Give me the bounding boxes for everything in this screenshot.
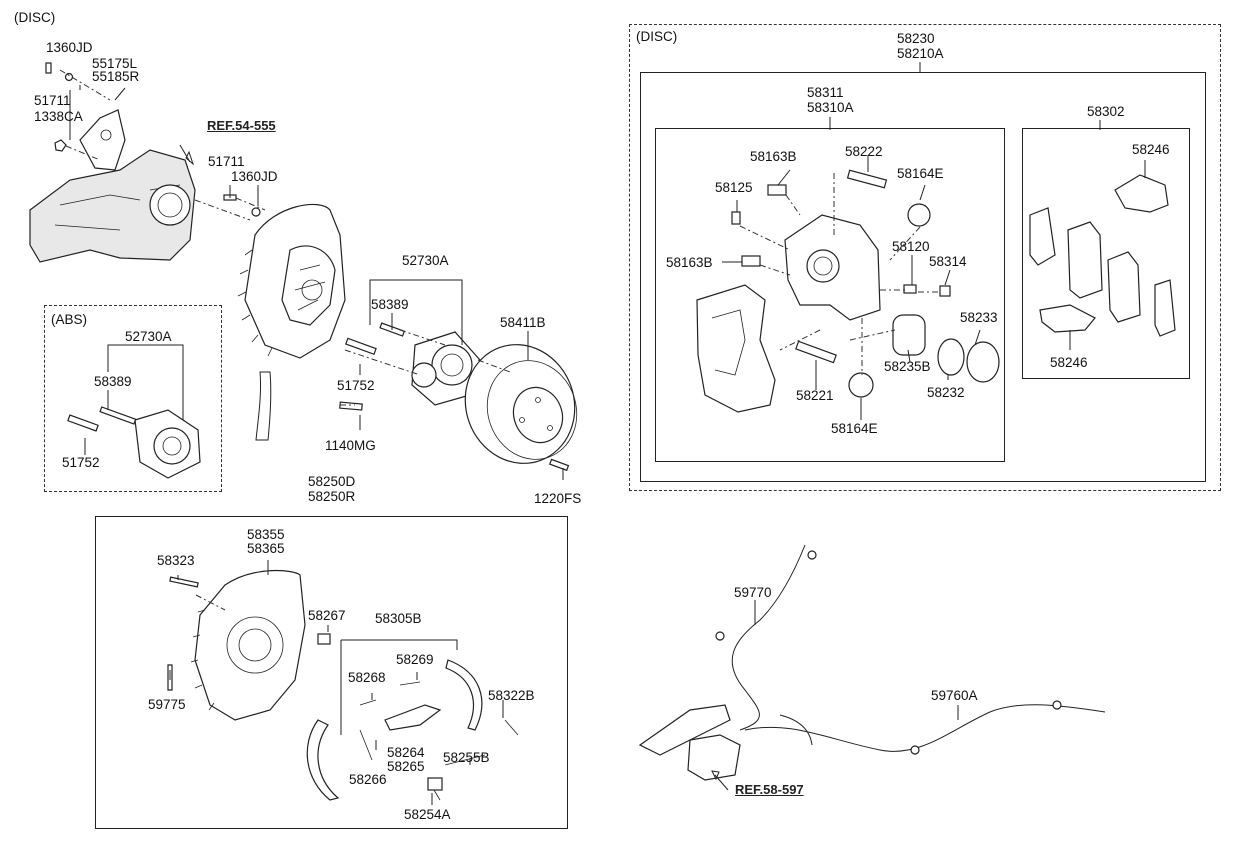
part-label-58265[interactable]: 58265 — [387, 759, 425, 774]
part-label-58246[interactable]: 58246 — [1050, 355, 1088, 370]
disc-caliper-outer-box — [629, 24, 1221, 491]
part-label-58254a[interactable]: 58254A — [404, 807, 451, 822]
knuckle-illustration — [29, 109, 196, 263]
part-label-58222[interactable]: 58222 — [845, 144, 883, 159]
section-title-disc-right: (DISC) — [636, 29, 678, 44]
part-label-58302[interactable]: 58302 — [1087, 104, 1125, 119]
part-label-58311[interactable]: 58311 — [807, 85, 844, 100]
part-label-58246[interactable]: 58246 — [1132, 142, 1170, 157]
part-label-58235b[interactable]: 58235B — [884, 359, 931, 374]
part-label-59760a[interactable]: 59760A — [931, 688, 978, 703]
brake-rotor-illustration — [464, 344, 578, 472]
caliper-bracket-illustration — [696, 284, 776, 413]
part-label-51711[interactable]: 51711 — [208, 154, 245, 169]
part-label-58210a[interactable]: 58210A — [897, 46, 944, 61]
abs-subsection-box — [44, 305, 222, 492]
part-label-58323[interactable]: 58323 — [157, 553, 195, 568]
part-label-1338ca[interactable]: 1338CA — [34, 109, 83, 124]
part-label-1360jd[interactable]: 1360JD — [231, 169, 278, 184]
part-label-58268[interactable]: 58268 — [348, 670, 386, 685]
parking-shoe-backing-plate-illustration — [167, 570, 331, 721]
part-label-58266[interactable]: 58266 — [349, 772, 387, 787]
part-label-58230[interactable]: 58230 — [897, 31, 935, 46]
caliper-sub-assembly-box — [655, 128, 1005, 462]
parking-brake-shoe-kit-box — [95, 516, 568, 829]
part-label-1220fs[interactable]: 1220FS — [534, 491, 582, 506]
part-label-58269[interactable]: 58269 — [396, 652, 434, 667]
part-label-58314[interactable]: 58314 — [929, 254, 967, 269]
part-label-58365[interactable]: 58365 — [247, 541, 285, 556]
hub-bearing-illustration — [339, 322, 481, 411]
part-label-58250r[interactable]: 58250R — [308, 489, 356, 504]
ref-link-54-555[interactable]: REF.54-555 — [207, 118, 276, 133]
part-label-58164e[interactable]: 58164E — [897, 166, 944, 181]
part-label-58389[interactable]: 58389 — [371, 297, 409, 312]
part-label-58322b[interactable]: 58322B — [488, 688, 535, 703]
part-label-58232[interactable]: 58232 — [927, 385, 965, 400]
part-label-58255b[interactable]: 58255B — [443, 750, 490, 765]
parking-shoes-illustration — [306, 659, 519, 801]
part-label-51752[interactable]: 51752 — [62, 455, 100, 470]
part-label-58164e[interactable]: 58164E — [831, 421, 878, 436]
part-label-52730a[interactable]: 52730A — [125, 329, 172, 344]
part-label-58233[interactable]: 58233 — [960, 310, 998, 325]
part-label-59770[interactable]: 59770 — [734, 585, 772, 600]
part-label-58221[interactable]: 58221 — [796, 388, 834, 403]
abs-hub-illustration — [67, 406, 201, 479]
part-label-58264[interactable]: 58264 — [387, 745, 425, 760]
part-label-58310a[interactable]: 58310A — [807, 100, 854, 115]
part-label-58163b[interactable]: 58163B — [750, 149, 797, 164]
backing-plate-illustration — [237, 203, 346, 441]
part-label-52730a[interactable]: 52730A — [402, 253, 449, 268]
section-title-disc-left: (DISC) — [14, 10, 56, 25]
part-label-59775[interactable]: 59775 — [148, 697, 186, 712]
part-label-55175l[interactable]: 55175L — [92, 56, 138, 71]
part-label-58250d[interactable]: 58250D — [308, 474, 356, 489]
pad-kit-box — [1022, 128, 1190, 379]
part-label-51752[interactable]: 51752 — [337, 378, 375, 393]
part-label-55185r[interactable]: 55185R — [92, 69, 140, 84]
part-label-58389[interactable]: 58389 — [94, 374, 132, 389]
ref-link-58-597[interactable]: REF.58-597 — [735, 782, 804, 797]
part-label-58305b[interactable]: 58305B — [375, 611, 422, 626]
brake-pads-illustration — [1029, 174, 1176, 337]
caliper-small-parts — [731, 169, 1000, 398]
part-label-1360jd[interactable]: 1360JD — [46, 40, 93, 55]
part-label-58120[interactable]: 58120 — [892, 239, 930, 254]
part-label-1140mg[interactable]: 1140MG — [325, 438, 376, 453]
caliper-body-illustration — [784, 214, 881, 321]
part-label-51711[interactable]: 51711 — [34, 93, 71, 108]
part-label-58411b[interactable]: 58411B — [500, 315, 546, 330]
parking-cable-illustration — [638, 544, 1106, 781]
part-label-58125[interactable]: 58125 — [715, 180, 753, 195]
part-label-58163b[interactable]: 58163B — [666, 255, 713, 270]
section-title-abs: (ABS) — [51, 312, 88, 327]
part-label-58267[interactable]: 58267 — [308, 608, 346, 623]
part-label-58355[interactable]: 58355 — [247, 527, 285, 542]
caliper-assembly-box — [640, 72, 1206, 482]
